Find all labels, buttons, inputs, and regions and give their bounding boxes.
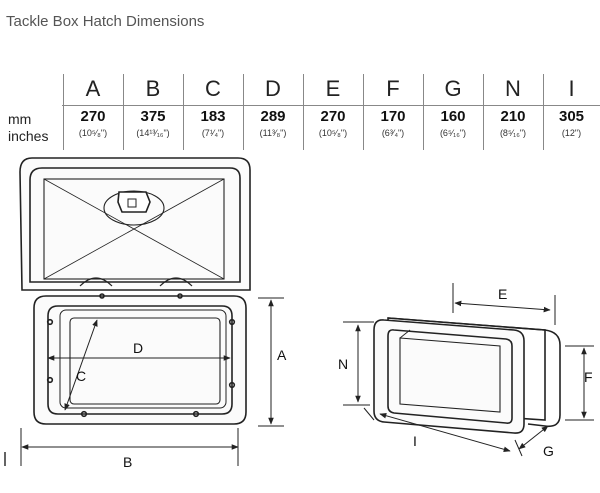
column-letter-d: D: [265, 76, 281, 101]
column-separator: [123, 74, 124, 150]
label-c: C: [76, 368, 86, 384]
mm-value-d: 289: [260, 108, 286, 125]
label-a: A: [277, 347, 287, 363]
hatch-frame: [33, 293, 247, 425]
label-g: G: [543, 443, 554, 459]
mm-value-n: 210: [500, 108, 526, 125]
table-divider: [62, 105, 600, 106]
label-i: I: [413, 433, 417, 449]
column-letter-b: B: [145, 76, 161, 101]
label-e: E: [498, 286, 507, 302]
inch-value-b: (14¹³⁄₁₆"): [136, 128, 170, 138]
column-letter-a: A: [85, 76, 101, 101]
inches-label: inches: [8, 128, 49, 144]
inch-value-f: (6³⁄₄"): [381, 128, 405, 138]
box-dimension-lines: [343, 283, 594, 457]
inch-value-i: (12"): [561, 128, 582, 138]
mm-value-i: 305: [558, 108, 585, 125]
mm-value-g: 160: [440, 108, 466, 125]
hatch-dimension-lines: [20, 297, 284, 466]
inch-value-e: (10⁵⁄₈"): [318, 128, 348, 138]
column-separator: [483, 74, 484, 150]
mm-value-b: 375: [140, 108, 166, 125]
column-separator: [63, 74, 64, 150]
column-separator: [423, 74, 424, 150]
inch-value-a: (10⁵⁄₈"): [78, 128, 108, 138]
inch-value-n: (8⁵⁄₁₆"): [499, 128, 527, 138]
column-letter-g: G: [444, 76, 462, 101]
mm-value-c: 183: [200, 108, 226, 125]
label-f: F: [584, 369, 593, 385]
label-n: N: [338, 356, 348, 372]
inch-value-d: (11³⁄₈"): [259, 128, 287, 138]
tackle-box: [373, 317, 561, 434]
label-b: B: [123, 454, 132, 470]
column-letter-f: F: [386, 76, 400, 101]
column-letter-n: N: [505, 76, 521, 101]
column-letter-c: C: [205, 76, 221, 101]
mm-label: mm: [8, 111, 32, 127]
page-title: Tackle Box Hatch Dimensions: [6, 13, 205, 30]
mm-value-a: 270: [80, 108, 106, 125]
column-separator: [303, 74, 304, 150]
hatch-lid: [19, 157, 251, 291]
label-d: D: [133, 340, 143, 356]
mm-value-f: 170: [380, 108, 406, 125]
column-separator: [363, 74, 364, 150]
inch-value-c: (7¹⁄₄"): [201, 128, 225, 138]
mm-value-e: 270: [320, 108, 346, 125]
column-separator: [243, 74, 244, 150]
dimensions-table: mm inches A 270 (10⁵⁄₈") B 375 (14¹³⁄₁₆"…: [0, 70, 600, 156]
inch-value-g: (6⁵⁄₁₆"): [439, 128, 467, 138]
column-letter-e: E: [325, 76, 341, 101]
column-letter-i: I: [568, 76, 575, 101]
column-separator: [543, 74, 544, 150]
column-separator: [183, 74, 184, 150]
